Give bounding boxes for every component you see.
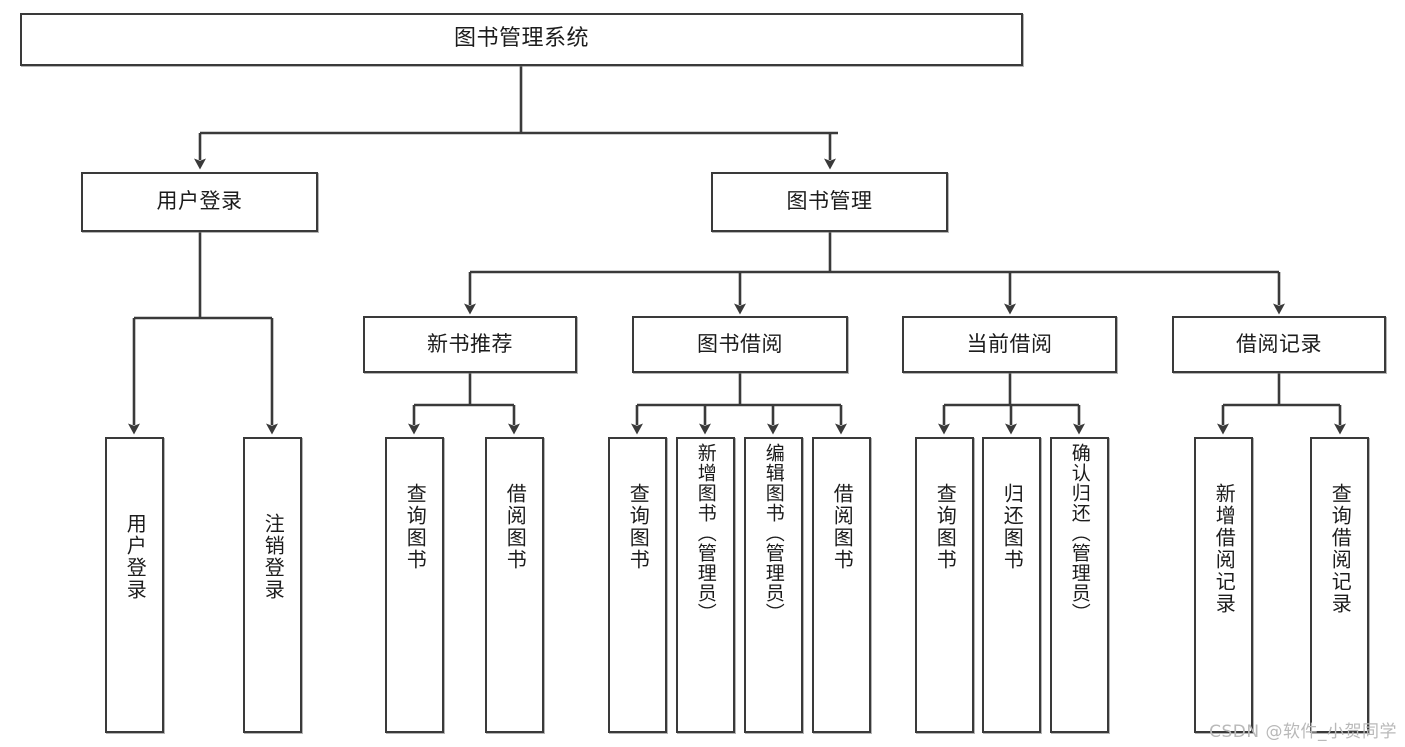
- node-leaf-return-book-label: 归还图书: [1000, 483, 1025, 571]
- node-leaf-query-record-label: 查询借阅记录: [1328, 483, 1353, 615]
- node-leaf-confirm-return-label: 确认归还（管理员）: [1068, 443, 1091, 623]
- node-leaf-edit-book[interactable]: 编辑图书（管理员）: [744, 437, 803, 733]
- node-leaf-add-record[interactable]: 新增借阅记录: [1194, 437, 1253, 733]
- node-current-borrow[interactable]: 当前借阅: [902, 316, 1117, 373]
- watermark-text: CSDN @软件_小贺同学: [1209, 722, 1397, 742]
- node-root-label: 图书管理系统: [453, 26, 589, 52]
- node-leaf-borrow-book-2[interactable]: 借阅图书: [812, 437, 871, 733]
- node-borrow-record-label: 借阅记录: [1236, 331, 1322, 356]
- node-leaf-edit-book-label: 编辑图书（管理员）: [762, 443, 785, 623]
- node-leaf-add-record-label: 新增借阅记录: [1212, 483, 1237, 615]
- node-user-login-label: 用户登录: [156, 189, 243, 214]
- node-new-book-recommend[interactable]: 新书推荐: [363, 316, 577, 373]
- node-leaf-query-book-1[interactable]: 查询图书: [385, 437, 444, 733]
- node-book-borrow-label: 图书借阅: [697, 331, 783, 356]
- node-book-management[interactable]: 图书管理: [711, 172, 948, 232]
- node-leaf-query-book-3[interactable]: 查询图书: [915, 437, 974, 733]
- node-book-borrow[interactable]: 图书借阅: [632, 316, 848, 373]
- node-root[interactable]: 图书管理系统: [20, 13, 1023, 66]
- node-book-management-label: 图书管理: [786, 189, 873, 214]
- node-leaf-query-book-1-label: 查询图书: [403, 483, 428, 571]
- node-leaf-borrow-book-2-label: 借阅图书: [830, 483, 855, 571]
- node-leaf-query-book-2[interactable]: 查询图书: [608, 437, 667, 733]
- node-leaf-add-book-label: 新增图书（管理员）: [694, 443, 717, 623]
- node-leaf-user-logout[interactable]: 注销登录: [243, 437, 302, 733]
- node-leaf-user-logout-label: 注销登录: [261, 513, 286, 601]
- node-leaf-borrow-book-1-label: 借阅图书: [503, 483, 528, 571]
- node-borrow-record[interactable]: 借阅记录: [1172, 316, 1386, 373]
- node-leaf-borrow-book-1[interactable]: 借阅图书: [485, 437, 544, 733]
- node-leaf-query-book-2-label: 查询图书: [626, 483, 651, 571]
- node-user-login[interactable]: 用户登录: [81, 172, 318, 232]
- node-leaf-confirm-return[interactable]: 确认归还（管理员）: [1050, 437, 1109, 733]
- node-leaf-user-login-label: 用户登录: [123, 513, 148, 601]
- node-new-book-recommend-label: 新书推荐: [427, 331, 513, 356]
- node-leaf-query-book-3-label: 查询图书: [933, 483, 958, 571]
- node-leaf-user-login[interactable]: 用户登录: [105, 437, 164, 733]
- node-current-borrow-label: 当前借阅: [966, 331, 1053, 356]
- node-leaf-add-book[interactable]: 新增图书（管理员）: [676, 437, 735, 733]
- node-leaf-query-record[interactable]: 查询借阅记录: [1310, 437, 1369, 733]
- node-leaf-return-book[interactable]: 归还图书: [982, 437, 1041, 733]
